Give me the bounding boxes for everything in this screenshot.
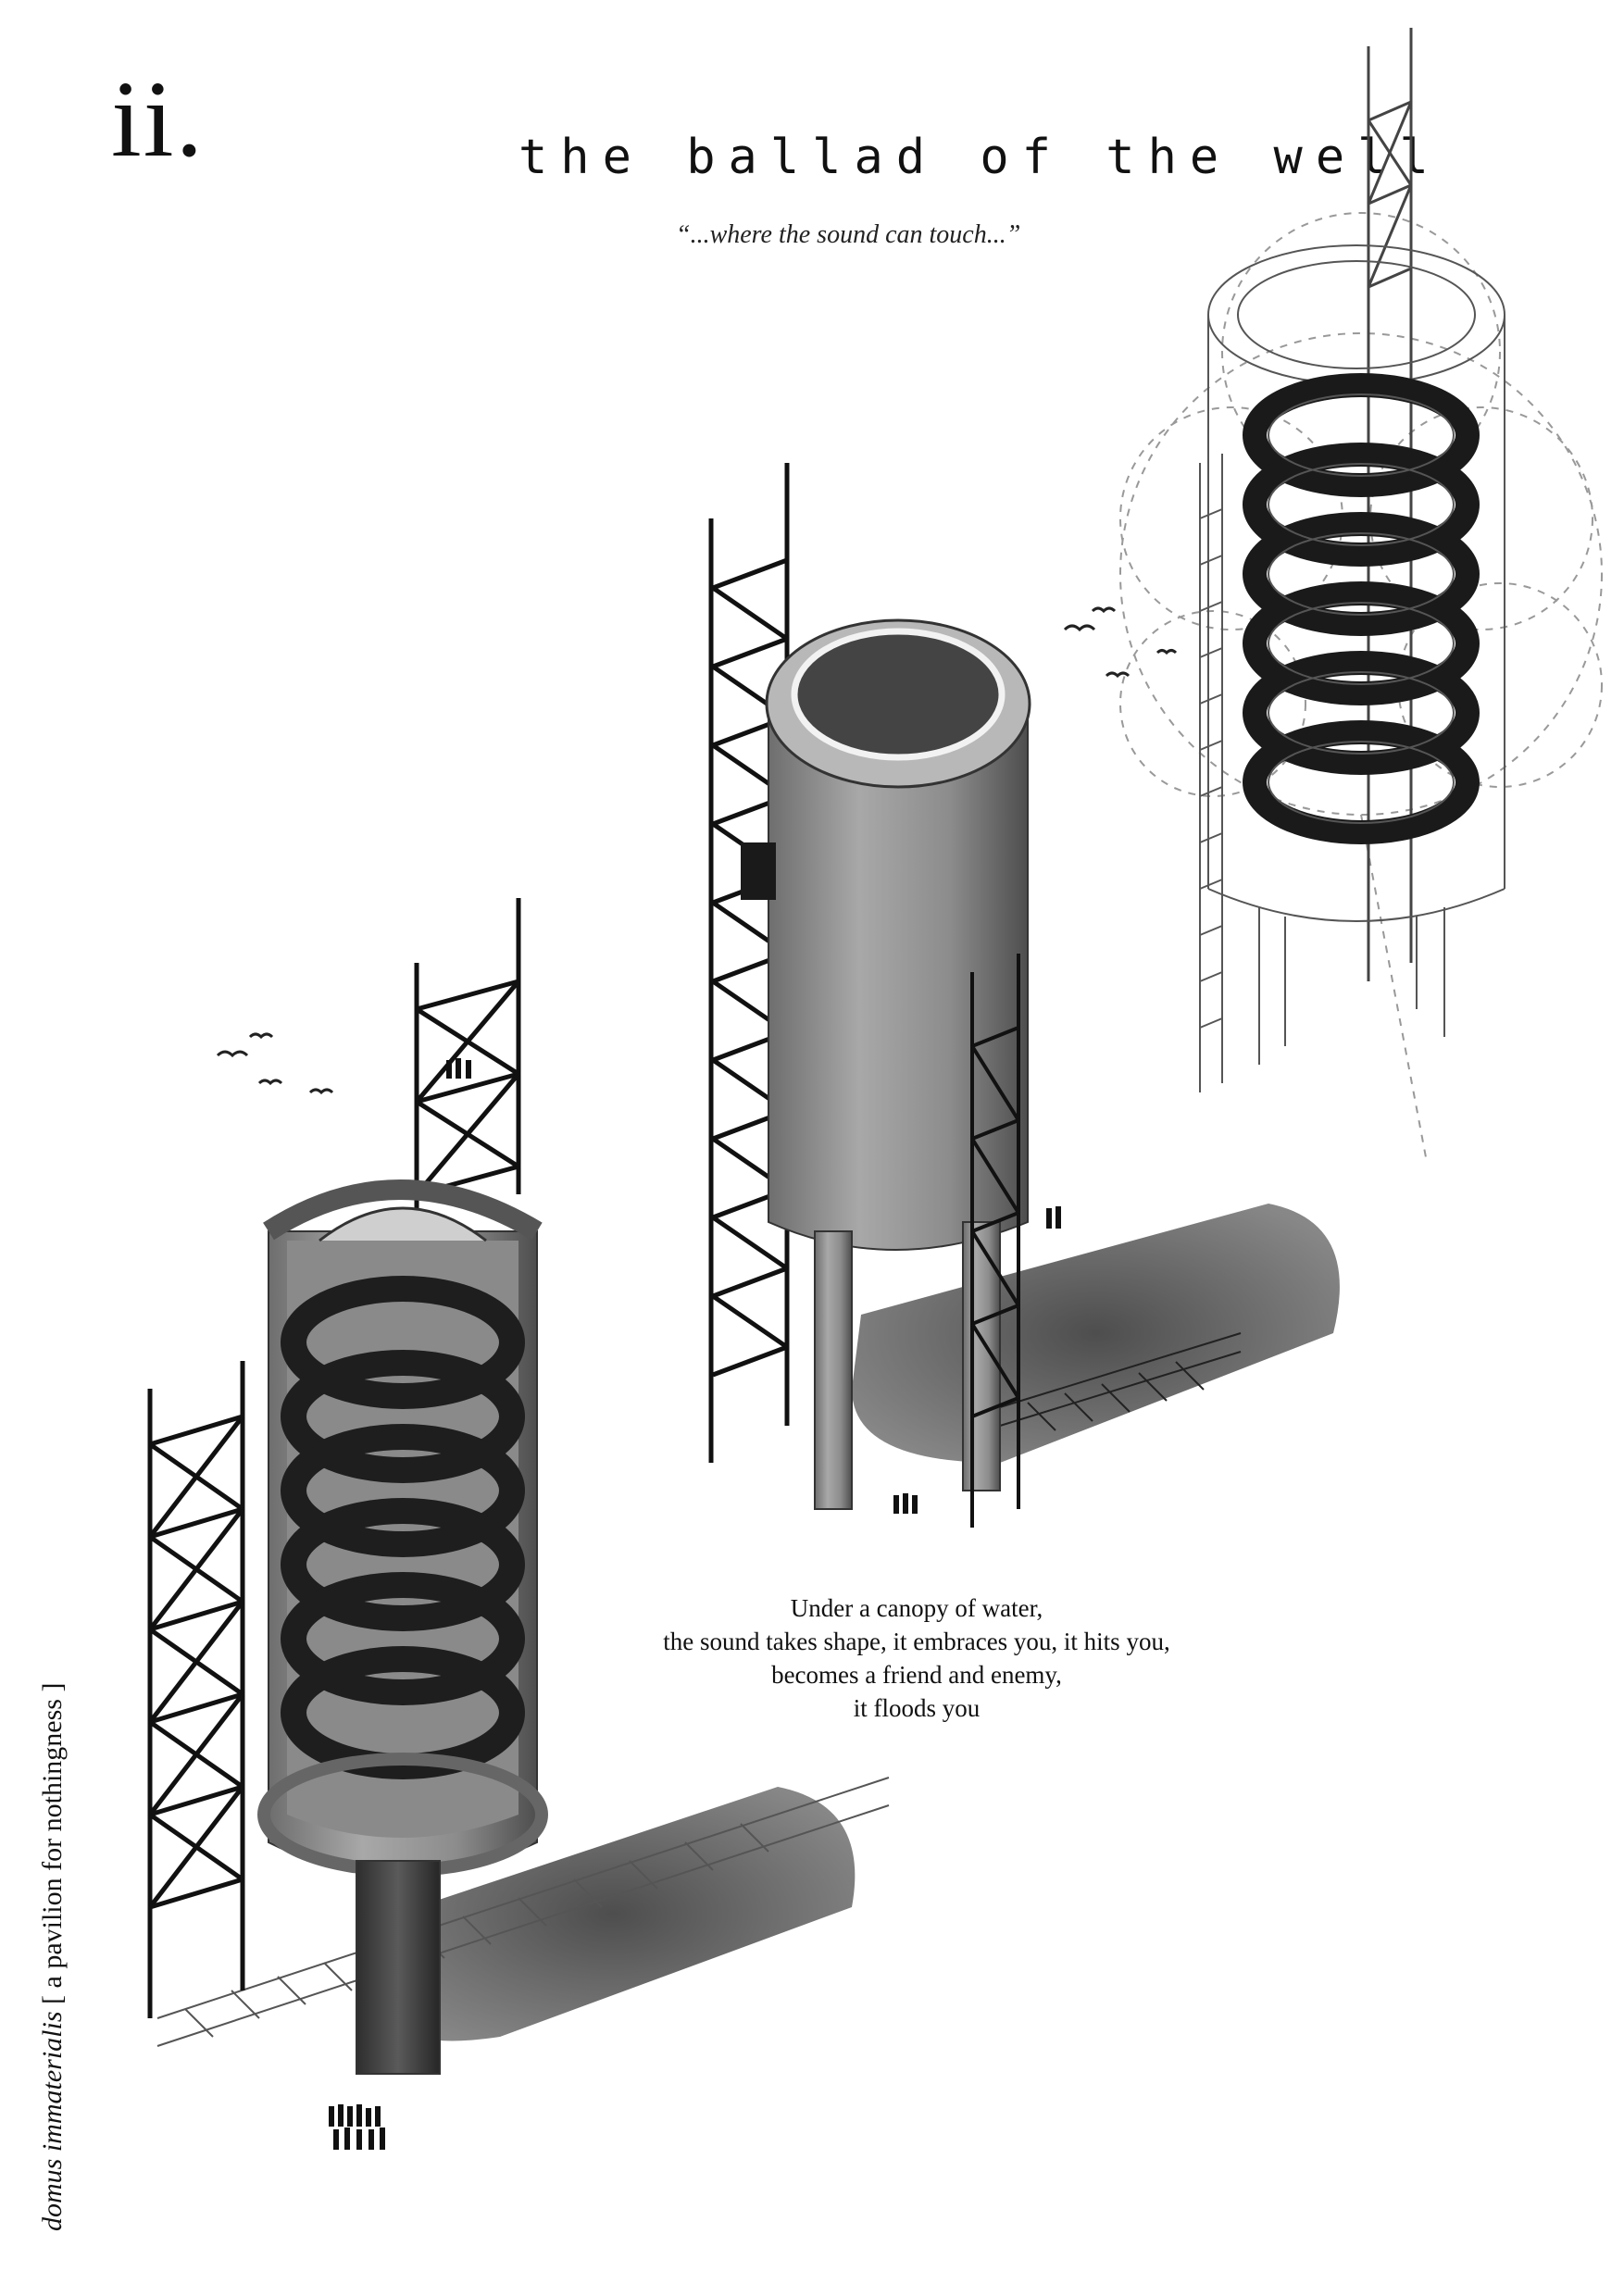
left-back-scaffold [414, 898, 521, 1222]
page-subtitle: “...where the sound can touch...” [676, 220, 1021, 249]
center-right-scaffold [970, 954, 1020, 1528]
birds-group [216, 606, 1178, 1095]
left-tower-column [356, 1860, 441, 2075]
poem-line-4: it floods you [853, 1693, 981, 1722]
center-tower-opening [791, 628, 1006, 761]
left-tower-rim [263, 1179, 543, 1241]
exploded-tower-figure [1119, 28, 1603, 1158]
project-descriptor: [ a pavilion for nothingness ] [37, 1682, 68, 2004]
center-tower-column-left [814, 1230, 853, 1510]
chapter-number: ii. [111, 58, 206, 180]
side-caption: domus immaterialis [ a pavilion for noth… [37, 1683, 69, 2231]
left-people-group [329, 2104, 385, 2150]
left-scaffold-people [446, 1058, 471, 1079]
left-tower-figure [147, 898, 890, 2150]
poem-line-2: the sound takes shape, it embraces you, … [663, 1627, 1170, 1655]
center-tower-figure [708, 463, 1340, 1528]
right-front-ladder [1199, 454, 1223, 1092]
project-name: domus immaterialis [37, 2011, 68, 2231]
center-people [893, 1206, 1061, 1514]
center-tower-box [741, 842, 776, 900]
left-shadow [370, 1787, 856, 2041]
right-spiral-rings [1243, 373, 1480, 844]
sound-wave-lines [1119, 212, 1603, 1158]
page-title: the ballad of the well [518, 130, 1442, 185]
center-tower-body [768, 703, 1029, 1251]
left-tall-scaffold [147, 1361, 245, 2018]
poem-line-1: Under a canopy of water, [790, 1594, 1043, 1622]
left-tower-top-arch [319, 1206, 487, 1242]
left-spiral-ramp [281, 1276, 525, 1779]
poem-line-3: becomes a friend and enemy, [771, 1660, 1062, 1689]
poem-block: Under a canopy of water, the sound takes… [611, 1592, 1222, 1726]
center-shadow-lattice [999, 1332, 1242, 1431]
